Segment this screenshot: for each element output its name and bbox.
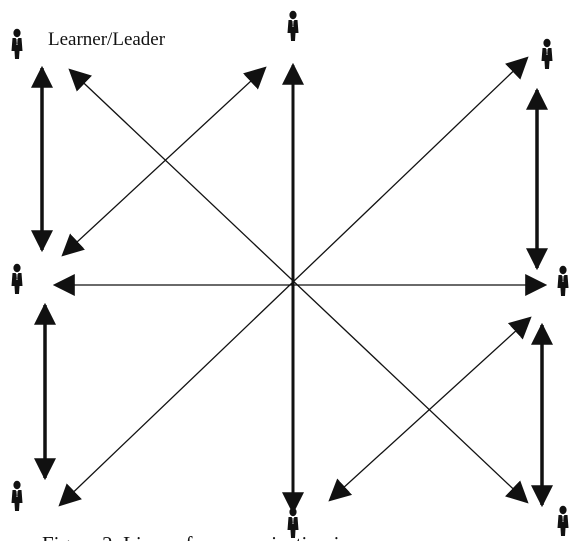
figure-top-center-icon <box>287 10 299 41</box>
learner-leader-label: Learner/Leader <box>48 29 166 50</box>
communication-lines <box>31 56 553 515</box>
link-diagonal-bl-tr <box>58 56 529 507</box>
participants <box>11 10 569 538</box>
link-lower-right-short <box>328 316 532 502</box>
figure-top-right-icon <box>541 38 553 69</box>
figure-caption: Figure 2. Lines of communication in a <box>42 532 365 541</box>
figure-top-left-icon <box>11 28 23 59</box>
figure-bottom-left-icon <box>11 480 23 511</box>
figure-bottom-right-icon <box>557 505 569 536</box>
link-upper-left-short <box>61 66 267 257</box>
figure-middle-left-icon <box>11 263 23 294</box>
figure-middle-right-icon <box>557 265 569 296</box>
link-diagonal-tl-br <box>68 68 529 504</box>
